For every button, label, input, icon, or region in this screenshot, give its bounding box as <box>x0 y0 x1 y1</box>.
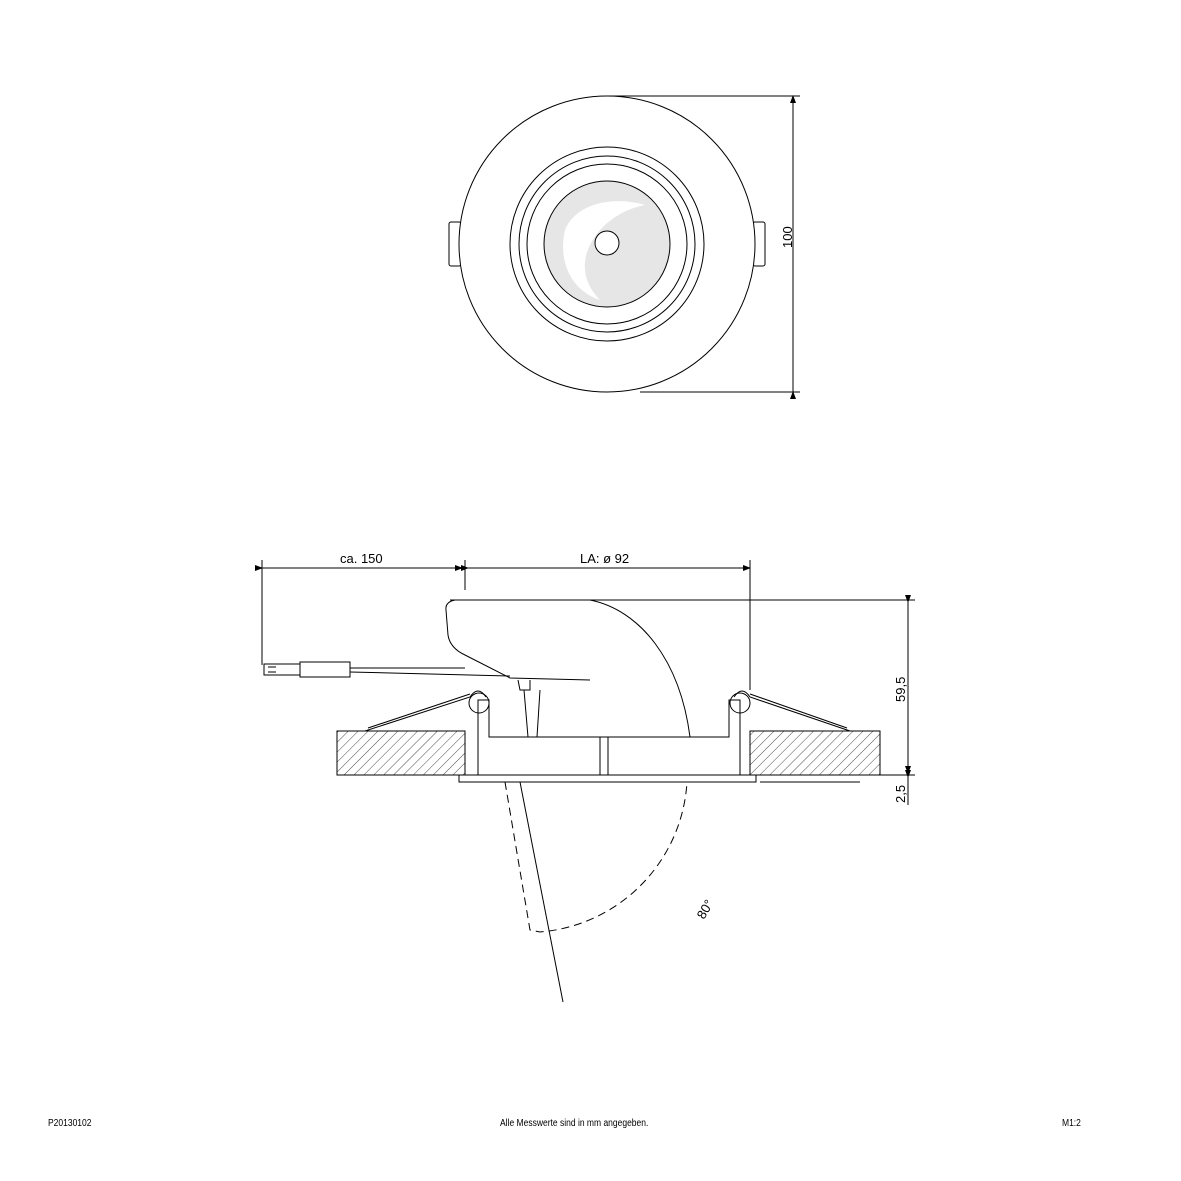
top-view <box>448 95 800 399</box>
led-center <box>594 230 620 256</box>
tilt-angle-label: 80° <box>694 897 717 922</box>
cable-length-label: ca. 150 <box>340 551 383 566</box>
measurement-note: Alle Messwerte sind in mm angegeben. <box>500 1118 649 1129</box>
side-view <box>255 560 915 1003</box>
height-label: 59,5 <box>893 677 908 702</box>
article-number: P20130102 <box>48 1118 92 1129</box>
flange <box>458 774 757 783</box>
flange-label: 2,5 <box>893 785 908 803</box>
cutout-label: LA: ø 92 <box>580 551 629 566</box>
scale-label: M1:2 <box>1062 1118 1081 1129</box>
ceiling-left <box>336 730 466 776</box>
diameter-label: 100 <box>780 226 795 248</box>
ceiling-right <box>749 730 881 776</box>
